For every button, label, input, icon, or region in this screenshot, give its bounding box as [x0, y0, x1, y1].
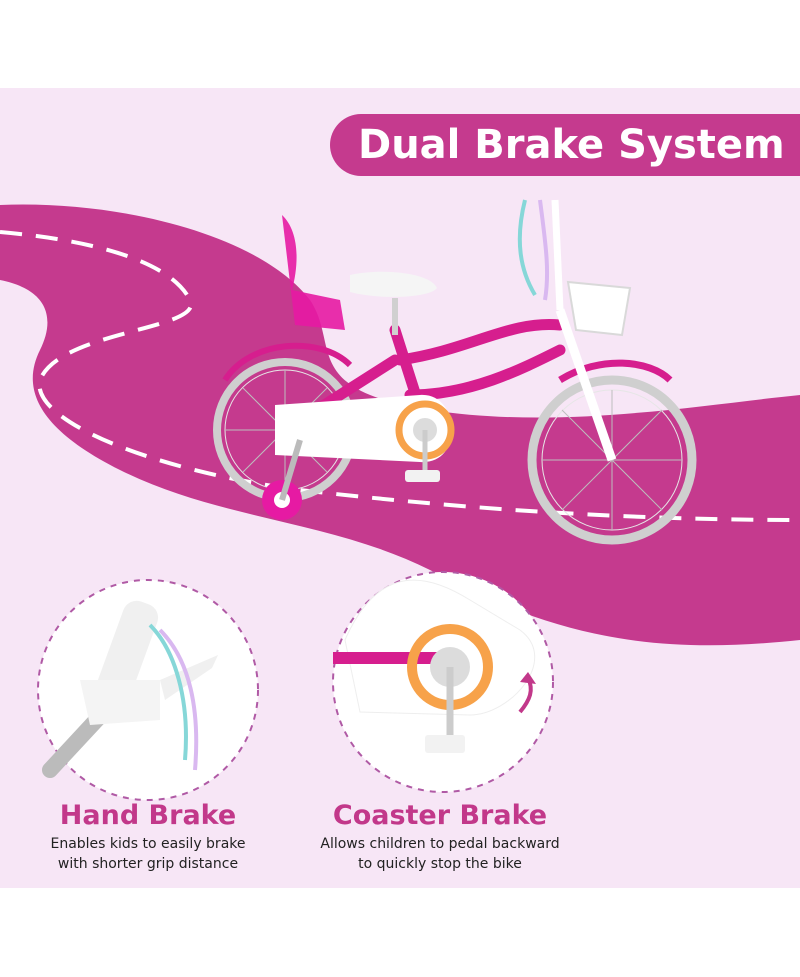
- title-banner: [330, 114, 800, 176]
- bike-seat: [350, 271, 437, 297]
- bicycle: [213, 199, 697, 545]
- coaster-brake-title: Coaster Brake: [332, 800, 548, 831]
- coaster-brake-closeup: [332, 571, 554, 793]
- hand-brake-closeup: [37, 579, 259, 801]
- coaster-brake-desc-line-2: to quickly stop the bike: [358, 856, 522, 872]
- hand-brake-desc-line-1: Enables kids to easily brake: [50, 836, 246, 852]
- hand-brake-desc-line-2: with shorter grip distance: [57, 856, 239, 872]
- front-wheel: [527, 375, 697, 545]
- page-title: Dual Brake System: [358, 122, 785, 168]
- doll-seat: [282, 215, 345, 330]
- road-center-line: [0, 230, 800, 522]
- hand-brake-title: Hand Brake: [59, 800, 237, 831]
- coaster-brake-desc-line-1: Allows children to pedal backward: [320, 836, 560, 852]
- basket: [566, 280, 632, 337]
- hand-brake-description: Enables kids to easily brake with shorte…: [18, 834, 278, 874]
- coaster-brake-description: Allows children to pedal backward to qui…: [295, 834, 585, 874]
